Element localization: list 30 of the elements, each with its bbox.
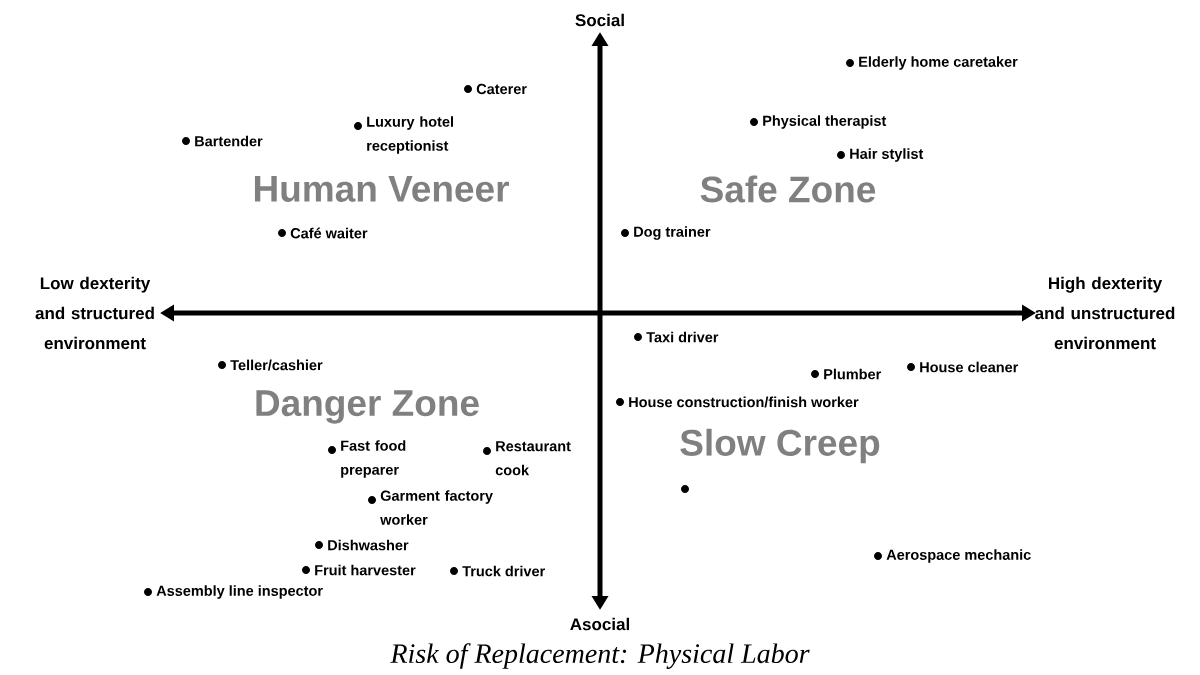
point-label: Garment factory worker <box>380 490 493 525</box>
quadrant-label: Danger Zone <box>256 390 479 424</box>
point-label: Physical therapist <box>763 115 887 129</box>
point-label: Assembly line inspector <box>156 585 323 599</box>
point-label: Hair stylist <box>850 148 924 162</box>
point-label: House cleaner <box>920 361 1019 373</box>
point-label: House construction/finish worker <box>629 396 859 408</box>
point-label: Teller/cashier <box>230 359 323 371</box>
point-label: Restaurant cook <box>495 441 571 476</box>
axis-label: Social <box>575 13 624 27</box>
point-label: Plumber <box>824 368 881 380</box>
point-label: Caterer <box>476 83 527 95</box>
axis-label: High dexterity and unstructured environment <box>1035 276 1175 350</box>
point-label: Bartender <box>195 135 263 147</box>
axis-label: Asocial <box>570 617 630 631</box>
point-label: Dishwasher <box>328 539 409 551</box>
point-label: Aerospace mechanic <box>886 549 1031 563</box>
point-label: Elderly home caretaker <box>859 56 1018 70</box>
point-label: Fruit harvester <box>315 564 416 576</box>
point-label: Fast food preparer <box>341 440 406 478</box>
caption: Risk of Replacement: Physical Labor <box>390 643 810 669</box>
quadrant-label: Safe Zone <box>700 175 876 203</box>
quadrant-label: Human Veneer <box>254 176 509 202</box>
quadrant-label: Slow Creep <box>680 428 880 464</box>
point-label: Café waiter <box>290 227 368 239</box>
axis-label: Low dexterity and structured environment <box>35 276 154 350</box>
point-label: Luxury hotel receptionist <box>367 116 453 154</box>
point-label: Truck driver <box>462 565 545 577</box>
point-label: Taxi driver <box>646 331 719 343</box>
point-label: Dog trainer <box>634 226 711 240</box>
